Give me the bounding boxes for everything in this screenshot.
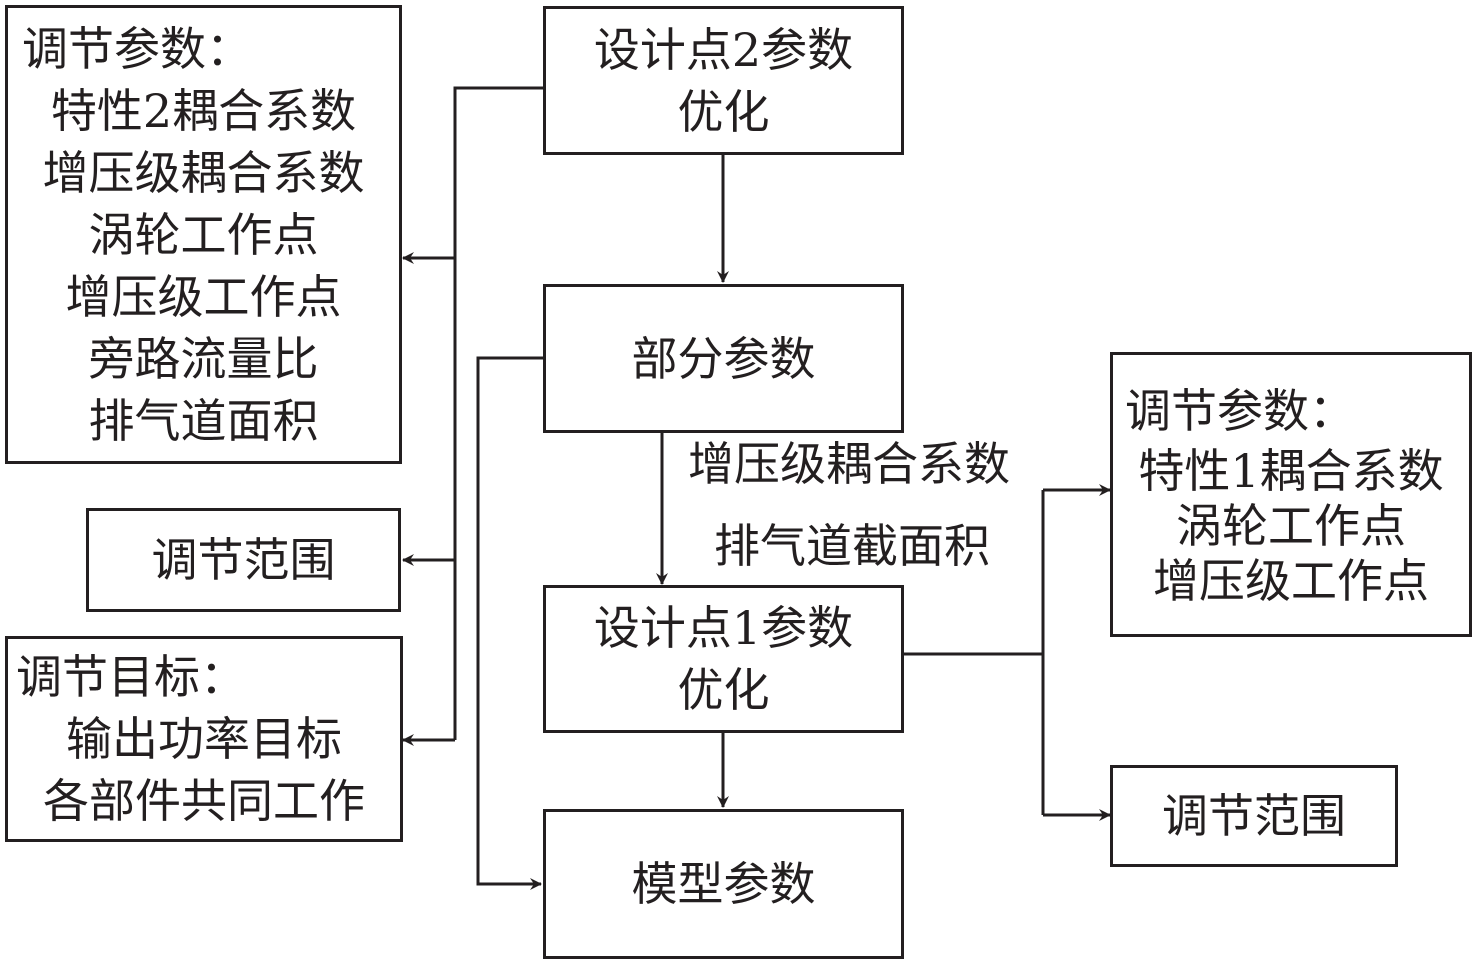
connector-partial-to-model — [476, 356, 543, 890]
node-text-line: 增压级工作点 — [1153, 553, 1429, 608]
node-text-line: 设计点1参数 — [593, 601, 854, 655]
node-design-point-2: 设计点2参数 优化 — [543, 6, 904, 155]
node-text-line: 模型参数 — [631, 857, 816, 911]
node-text-line: 优化 — [677, 84, 770, 139]
node-text-line: 增压级工作点 — [65, 269, 342, 324]
node-text-line: 旁路流量比 — [88, 331, 319, 386]
node-design-point-1: 设计点1参数 优化 — [543, 585, 904, 733]
node-left-adjust-params: 调节参数： 特性2耦合系数 增压级耦合系数 涡轮工作点 增压级工作点 旁路流量比… — [5, 5, 402, 464]
node-text-line: 特性1耦合系数 — [1138, 443, 1444, 498]
node-right-adjust-range: 调节范围 — [1110, 765, 1398, 867]
node-right-adjust-params: 调节参数： 特性1耦合系数 涡轮工作点 增压级工作点 — [1110, 352, 1472, 637]
node-text-line: 特性2耦合系数 — [50, 83, 357, 138]
node-text-line: 涡轮工作点 — [88, 207, 319, 262]
node-text-line: 部分参数 — [631, 331, 816, 386]
edge-label-exhaust-area: 排气道截面积 — [714, 519, 990, 573]
node-title: 调节参数： — [1125, 383, 1355, 438]
node-text-line: 增压级耦合系数 — [42, 145, 365, 200]
node-text-line: 调节范围 — [151, 533, 336, 587]
node-left-adjust-range: 调节范围 — [86, 508, 401, 612]
node-text-line: 设计点2参数 — [593, 22, 854, 77]
node-text-line: 优化 — [677, 663, 770, 717]
node-partial-params: 部分参数 — [543, 284, 904, 433]
node-text-line: 排气道面积 — [88, 393, 319, 448]
node-text-line: 涡轮工作点 — [1176, 498, 1406, 553]
node-text-line: 调节范围 — [1162, 789, 1346, 843]
connector-dp2-left-bus — [453, 86, 543, 740]
node-title: 调节参数： — [22, 21, 252, 76]
edge-label-boost-coupling: 增压级耦合系数 — [688, 437, 1010, 491]
node-model-params: 模型参数 — [543, 809, 904, 959]
node-title: 调节目标： — [16, 650, 246, 704]
node-left-adjust-target: 调节目标： 输出功率目标 各部件共同工作 — [5, 636, 403, 842]
node-text-line: 各部件共同工作 — [43, 774, 365, 828]
node-text-line: 输出功率目标 — [66, 712, 342, 766]
